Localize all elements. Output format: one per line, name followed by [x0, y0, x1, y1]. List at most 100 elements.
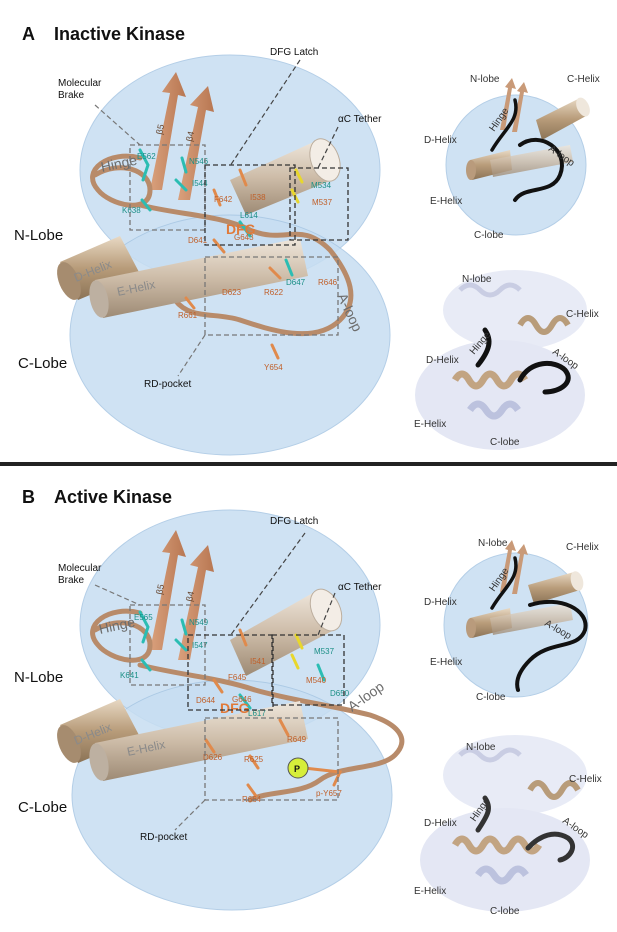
- schematic-d-helix-end: [466, 160, 476, 180]
- residue-stick: [204, 738, 216, 754]
- d-helix-end: [57, 725, 81, 763]
- rd-pocket-callout: RD-pocket: [140, 832, 187, 843]
- beta4-strand: [178, 545, 214, 660]
- residue-stick: [180, 156, 188, 174]
- residue-e562: E562: [137, 152, 156, 161]
- residue-stick: [212, 188, 222, 207]
- residue-d647: D647: [286, 278, 306, 287]
- residue-n546: N546: [189, 157, 209, 166]
- rd-pocket-line: [174, 799, 206, 831]
- schematic-beta5: [500, 78, 516, 130]
- ribbon-c-helix: [517, 315, 571, 335]
- residue-sticks: [138, 610, 343, 798]
- rd-pocket-box: [204, 717, 339, 801]
- hinge-backbone: [90, 153, 153, 208]
- rd-pocket-line: [177, 334, 206, 377]
- schematic-beta4: [512, 82, 528, 132]
- residue-f642: F642: [214, 195, 233, 204]
- residue-stick: [184, 296, 196, 310]
- ribbon-d-helix-label: D-Helix: [424, 818, 457, 829]
- residue-i541: I541: [250, 657, 266, 666]
- panel-b: B Active Kinase β5 β4 D-Helix E-Helix: [14, 487, 602, 917]
- panel-a-title: Inactive Kinase: [54, 24, 185, 44]
- residue-stick: [278, 718, 290, 737]
- schematic-a-loop: [515, 599, 588, 692]
- panel-a-letter: A: [22, 24, 35, 44]
- residue-stick: [270, 343, 280, 360]
- schematic-c-helix-label: C-Helix: [566, 542, 599, 553]
- callout-lines: [94, 532, 336, 831]
- panel-divider: [0, 462, 617, 466]
- residue-stick: [294, 633, 304, 650]
- ribbon-c-helix: [527, 780, 581, 800]
- beta4-label: β4: [184, 130, 196, 142]
- schematic-c-helix: [536, 98, 586, 140]
- residue-stick: [138, 148, 150, 182]
- ribbon-e-helix: [467, 400, 521, 420]
- residue-d623: D623: [222, 288, 242, 297]
- schematic-d-helix-end: [466, 618, 476, 638]
- residue-stick: [248, 754, 260, 770]
- rd-pocket-box: [204, 256, 339, 336]
- residue-stick: [138, 610, 150, 644]
- residue-stick: [174, 178, 188, 192]
- ribbon-d-helix-label: D-Helix: [426, 355, 459, 366]
- callout-boxes: [129, 144, 349, 336]
- dfg-latch-line: [229, 532, 306, 637]
- residue-stick: [238, 693, 252, 710]
- residue-g646: G646: [232, 695, 252, 704]
- residue-y654: Y654: [264, 363, 283, 372]
- ribbon-a-loop: [525, 831, 575, 863]
- beta5-strand: [150, 72, 186, 190]
- ribbon-n-lobe-label: N-lobe: [466, 742, 496, 753]
- ribbon-sheet: [458, 282, 522, 298]
- panel-b-letter: B: [22, 487, 35, 507]
- molecular-brake-line: [94, 584, 141, 606]
- ribbon-hinge: [475, 795, 491, 833]
- beta5-label: β5: [154, 583, 166, 595]
- c-lobe-label: C-Lobe: [18, 355, 67, 372]
- residue-r646: R646: [318, 278, 338, 287]
- residue-stick: [238, 220, 252, 238]
- schematic-c-helix-end: [570, 571, 584, 591]
- dfg-label: DFG: [226, 221, 256, 237]
- n-lobe-label: N-Lobe: [14, 669, 63, 686]
- schematic-beta4: [512, 544, 528, 594]
- phospho-marker: [287, 757, 309, 779]
- dfg-latch-callout: DFG Latch: [270, 47, 318, 58]
- ribbon-sheet: [458, 747, 522, 763]
- ribbon-e-helix-label: E-Helix: [414, 886, 446, 897]
- residue-stick: [238, 628, 248, 647]
- residue-l617: L617: [248, 709, 266, 718]
- beta5-label: β5: [154, 123, 166, 135]
- residue-g643: G643: [234, 233, 254, 242]
- inactive-schematic: N-lobe C-Helix Hinge A-loop D-Helix E-He…: [424, 74, 600, 241]
- ribbon-d-helix: [451, 370, 529, 390]
- e-helix-cylinder: [95, 701, 308, 781]
- residue-stick: [294, 168, 304, 184]
- ac-tether-box: [289, 167, 349, 241]
- residue-py657: p-Y657: [316, 789, 342, 798]
- schematic-c-lobe-label: C-lobe: [474, 230, 504, 241]
- residue-m540: M540: [306, 676, 327, 685]
- beta5-strand: [150, 530, 186, 650]
- phospho-label: P: [294, 764, 300, 774]
- residue-r625: R625: [244, 755, 264, 764]
- beta4-label: β4: [184, 590, 196, 602]
- ribbon-c-lobe-label: C-lobe: [490, 437, 520, 448]
- residue-d641: D641: [188, 236, 208, 245]
- residue-m534: M534: [311, 181, 332, 190]
- residue-stick: [212, 678, 224, 694]
- residue-e565: E565: [134, 613, 153, 622]
- panel-a: A Inactive Kinase β5 β4 D-Helix E-Helix: [14, 24, 600, 456]
- e-helix-end: [89, 280, 109, 318]
- ribbon-c-helix-label: C-Helix: [569, 774, 602, 785]
- residue-r664: R664: [242, 795, 262, 804]
- panel-b-title: Active Kinase: [54, 487, 172, 507]
- ribbon-hinge: [475, 327, 492, 368]
- residue-m537: M537: [314, 647, 335, 656]
